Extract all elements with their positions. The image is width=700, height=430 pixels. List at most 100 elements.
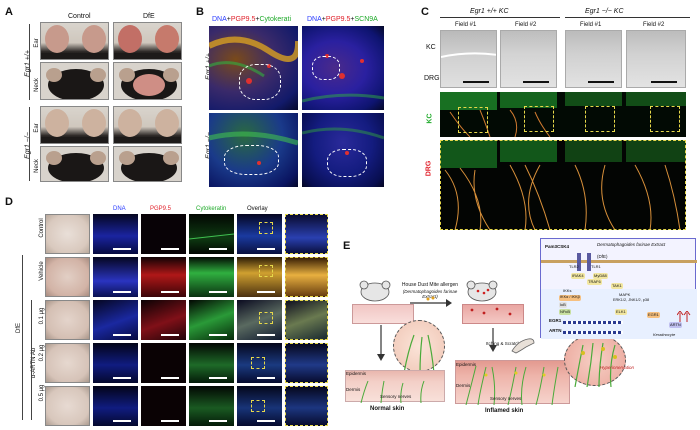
- inflamed-dermis-label: Dermis: [456, 383, 471, 388]
- panel-a-bracket-ko: [29, 107, 30, 181]
- dashed-region: [251, 357, 265, 369]
- photo-ko-control-neck: [40, 146, 109, 182]
- allergen-text: House Dust Mite allergen: [401, 282, 459, 288]
- normal-skin-block: [352, 304, 414, 324]
- scale-bar: [257, 377, 275, 379]
- skin-photo-vehicle: [45, 257, 90, 297]
- d-01-overlay: [237, 300, 282, 340]
- photo-wt-dfe-neck: [113, 62, 182, 100]
- stain-pgp: PGP9.5: [325, 16, 351, 23]
- scale-bar: [161, 420, 179, 422]
- panel-a-group-wt: Egr1 +/+: [24, 50, 32, 77]
- panel-c-group-ko: Egr1 −/− KC: [585, 8, 624, 15]
- micro-b-wt-scn9a: [302, 26, 384, 110]
- tlr1-receptor: [587, 253, 591, 271]
- panel-b-stain-right: DNA+PGP9.5+SCN9A: [307, 16, 378, 23]
- d-control-dna: [93, 214, 138, 254]
- micro-b-ko-cytokeratin: [209, 113, 298, 187]
- scale-bar: [209, 248, 227, 250]
- panel-c-side-kc-top: KC: [426, 44, 436, 51]
- scale-bar: [161, 334, 179, 336]
- dashed-region: [650, 106, 680, 132]
- d-01-dna: [93, 300, 138, 340]
- stain-cytokeratin: Cytokerati: [259, 16, 291, 23]
- signaling-pathway-box: Pam3CSK4 Dermatophagoides farinae Extrac…: [540, 238, 697, 339]
- inflamed-skin-label: Inflamed skin: [485, 408, 524, 414]
- d-vehicle-dna: [93, 257, 138, 297]
- fluorescence-kc-row: [440, 92, 686, 137]
- traf6-node: TRAF6: [587, 279, 602, 285]
- panel-d-bracket-artn: [31, 300, 32, 420]
- arrow-right-icon: [410, 296, 452, 307]
- ikb-node: IκB: [559, 302, 567, 308]
- stain-plus: +: [255, 16, 260, 23]
- nfkb-node: NFκB: [559, 309, 571, 315]
- mouse-normal-icon: [359, 280, 391, 302]
- skin-photo-control: [45, 214, 90, 254]
- artn-gene-label: ARTN: [549, 328, 562, 333]
- d-vehicle-overlay: [237, 257, 282, 297]
- dashed-region: [224, 145, 279, 175]
- inflamed-dots: [470, 307, 512, 316]
- scale-bar: [209, 334, 227, 336]
- skin-photo-01: [45, 300, 90, 340]
- dashed-region: [585, 106, 615, 132]
- d-vehicle-zoom: [285, 257, 328, 297]
- panel-c-field1-wt: Field #1: [455, 22, 477, 28]
- fluorescence-drg-zoom: [440, 140, 686, 230]
- dna-strand: [563, 331, 623, 334]
- panel-d-col-dna: DNA: [113, 206, 126, 212]
- normal-epidermis-label: Epidermis: [346, 371, 367, 376]
- artn-up-arrows-icon: [677, 311, 691, 322]
- dashed-region: [239, 64, 281, 100]
- dashed-region: [524, 106, 554, 132]
- d-vehicle-cytokeratin: [189, 257, 234, 297]
- panel-b-stain-left: DNA+PGP9.5+Cytokerati: [212, 16, 291, 23]
- photo-wt-control-ear: [40, 22, 109, 60]
- scratching-hand-icon: [511, 338, 535, 354]
- mouse-inflamed-icon: [466, 280, 498, 302]
- ligand-dfe: Dermatophagoides farinae Extract: [597, 242, 666, 247]
- panel-e-label: E: [343, 240, 351, 252]
- panel-c-side-drg-top: DRG: [424, 75, 440, 82]
- photo-ko-control-ear: [40, 106, 109, 144]
- d-01-zoom: [285, 300, 328, 340]
- arrow-down-icon: [377, 325, 385, 361]
- scale-bar: [113, 377, 131, 379]
- stain-plus: +: [350, 16, 355, 23]
- d-vehicle-pgp: [141, 257, 186, 297]
- skin-photo-05: [45, 386, 90, 426]
- panel-a-bracket-wt: [29, 24, 30, 100]
- dashed-region: [312, 56, 340, 80]
- scale-bar: [161, 248, 179, 250]
- d-control-overlay: [237, 214, 282, 254]
- tak1-node: TAK1: [611, 283, 623, 289]
- scale-bar: [257, 334, 275, 336]
- normal-sensory-label: Sensory nerves: [380, 394, 412, 399]
- d-control-pgp: [141, 214, 186, 254]
- photo-wt-control-neck: [40, 62, 109, 100]
- panel-d-label: D: [5, 196, 13, 208]
- scale-bar: [161, 291, 179, 293]
- normal-skin-label: Normal skin: [370, 406, 405, 412]
- dashed-region: [259, 265, 273, 277]
- stain-dna: DNA: [212, 16, 227, 23]
- stain-plus: +: [226, 16, 231, 23]
- scale-bar: [209, 377, 227, 379]
- normal-dermis-label: Dermis: [346, 387, 361, 392]
- inflamed-skin-zoom: [564, 334, 626, 388]
- d-02-dna: [93, 343, 138, 383]
- cell-membrane: [541, 260, 697, 263]
- ligand-pam3csk4: Pam3CSK4: [545, 244, 570, 249]
- ikk-sub-node: IKKα / IKKβ: [559, 295, 581, 301]
- scale-bar: [113, 420, 131, 422]
- myd88-node: MyD88: [593, 273, 608, 279]
- scale-bar: [257, 291, 275, 293]
- scale-bar: [209, 291, 227, 293]
- panel-d-col-overlay: Overlay: [247, 206, 268, 212]
- scale-bar: [209, 420, 227, 422]
- panel-d-col-cytokeratin: Cytokeratin: [196, 206, 227, 212]
- stain-dna: DNA: [307, 16, 322, 23]
- arrow-down-icon: [489, 328, 497, 352]
- stain-plus: +: [321, 16, 326, 23]
